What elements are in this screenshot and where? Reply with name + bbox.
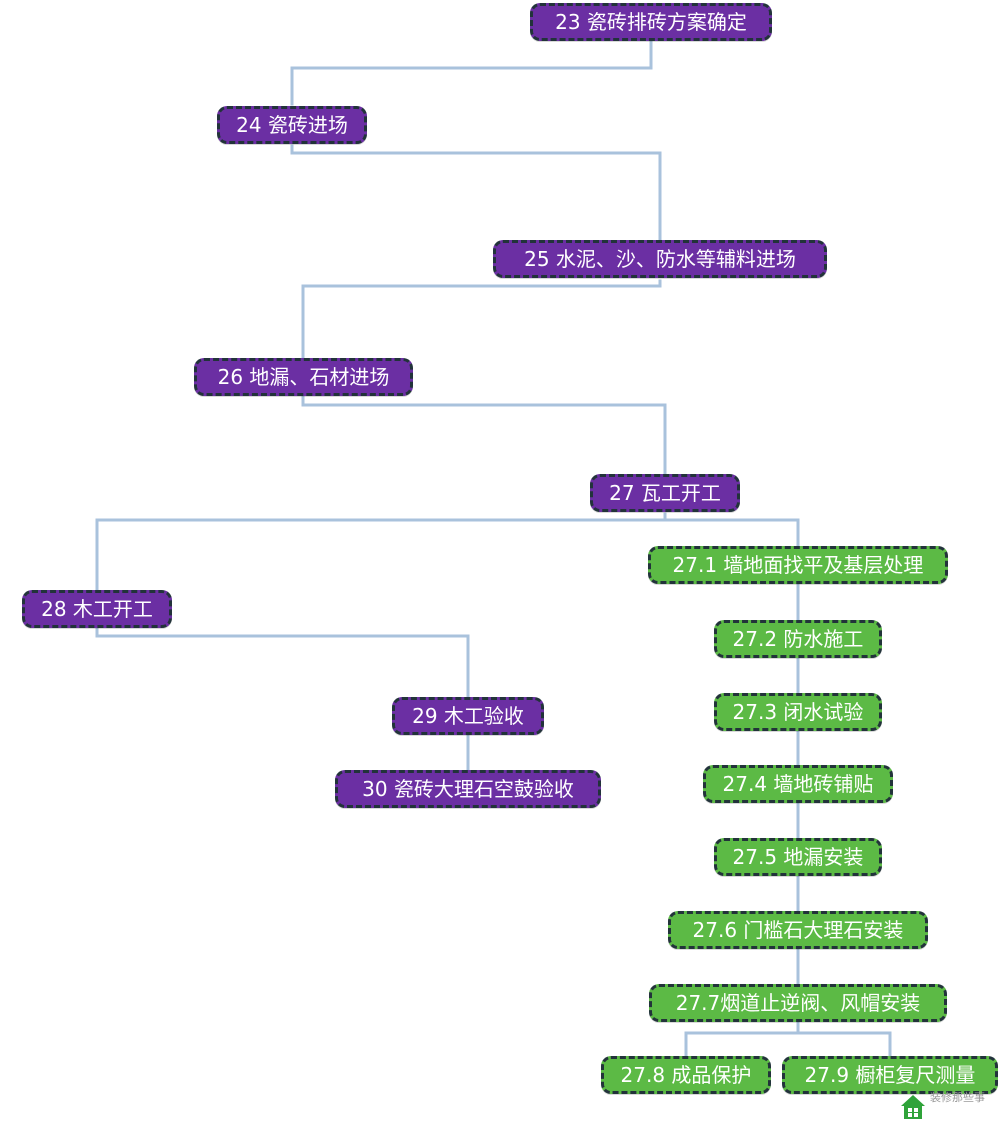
connector-277-278-279 — [684, 1031, 892, 1058]
connector-26-27 — [301, 395, 667, 476]
node-27-9[interactable]: 27.9 橱柜复尺测量 — [782, 1056, 998, 1094]
node-27-4-label: 27.4 墙地砖铺贴 — [722, 772, 874, 796]
node-27-9-label: 27.9 橱柜复尺测量 — [804, 1063, 976, 1087]
node-24-label: 24 瓷砖进场 — [236, 113, 348, 137]
node-25-label: 25 水泥、沙、防水等辅料进场 — [524, 247, 796, 271]
connector-28-29 — [95, 626, 470, 699]
connector-24-25 — [290, 144, 662, 242]
house-icon — [901, 1095, 925, 1119]
node-26-label: 26 地漏、石材进场 — [217, 365, 390, 389]
watermark: 装修那些事 — [900, 1092, 1008, 1132]
node-30-label: 30 瓷砖大理石空鼓验收 — [362, 777, 574, 801]
node-30[interactable]: 30 瓷砖大理石空鼓验收 — [335, 770, 601, 808]
node-27[interactable]: 27 瓦工开工 — [590, 474, 740, 512]
node-27-8[interactable]: 27.8 成品保护 — [601, 1056, 771, 1094]
node-27-1-label: 27.1 墙地面找平及基层处理 — [672, 553, 924, 577]
node-25[interactable]: 25 水泥、沙、防水等辅料进场 — [493, 240, 827, 278]
connector-23-24 — [290, 38, 653, 106]
node-27-7[interactable]: 27.7烟道止逆阀、风帽安装 — [649, 984, 947, 1022]
node-27-label: 27 瓦工开工 — [609, 481, 721, 505]
node-27-2-label: 27.2 防水施工 — [732, 627, 864, 651]
node-27-5[interactable]: 27.5 地漏安装 — [714, 838, 882, 876]
node-27-2[interactable]: 27.2 防水施工 — [714, 620, 882, 658]
node-27-1[interactable]: 27.1 墙地面找平及基层处理 — [648, 546, 948, 584]
node-27-7-label: 27.7烟道止逆阀、风帽安装 — [675, 991, 921, 1015]
node-26[interactable]: 26 地漏、石材进场 — [194, 358, 413, 396]
node-28-label: 28 木工开工 — [41, 597, 153, 621]
connector-27-28 — [95, 518, 800, 592]
watermark-text: 装修那些事 — [930, 1091, 985, 1104]
node-24[interactable]: 24 瓷砖进场 — [217, 106, 367, 144]
node-27-5-label: 27.5 地漏安装 — [732, 845, 864, 869]
node-29[interactable]: 29 木工验收 — [392, 697, 544, 735]
node-27-8-label: 27.8 成品保护 — [620, 1063, 752, 1087]
node-27-3[interactable]: 27.3 闭水试验 — [714, 693, 882, 731]
node-27-6[interactable]: 27.6 门槛石大理石安装 — [668, 911, 928, 949]
node-27-3-label: 27.3 闭水试验 — [732, 700, 864, 724]
node-27-4[interactable]: 27.4 墙地砖铺贴 — [703, 765, 893, 803]
connector-25-26 — [301, 279, 662, 360]
node-23-label: 23 瓷砖排砖方案确定 — [555, 10, 747, 34]
node-23[interactable]: 23 瓷砖排砖方案确定 — [530, 3, 772, 41]
node-29-label: 29 木工验收 — [412, 704, 524, 728]
node-28[interactable]: 28 木工开工 — [22, 590, 172, 628]
node-27-6-label: 27.6 门槛石大理石安装 — [692, 918, 904, 942]
